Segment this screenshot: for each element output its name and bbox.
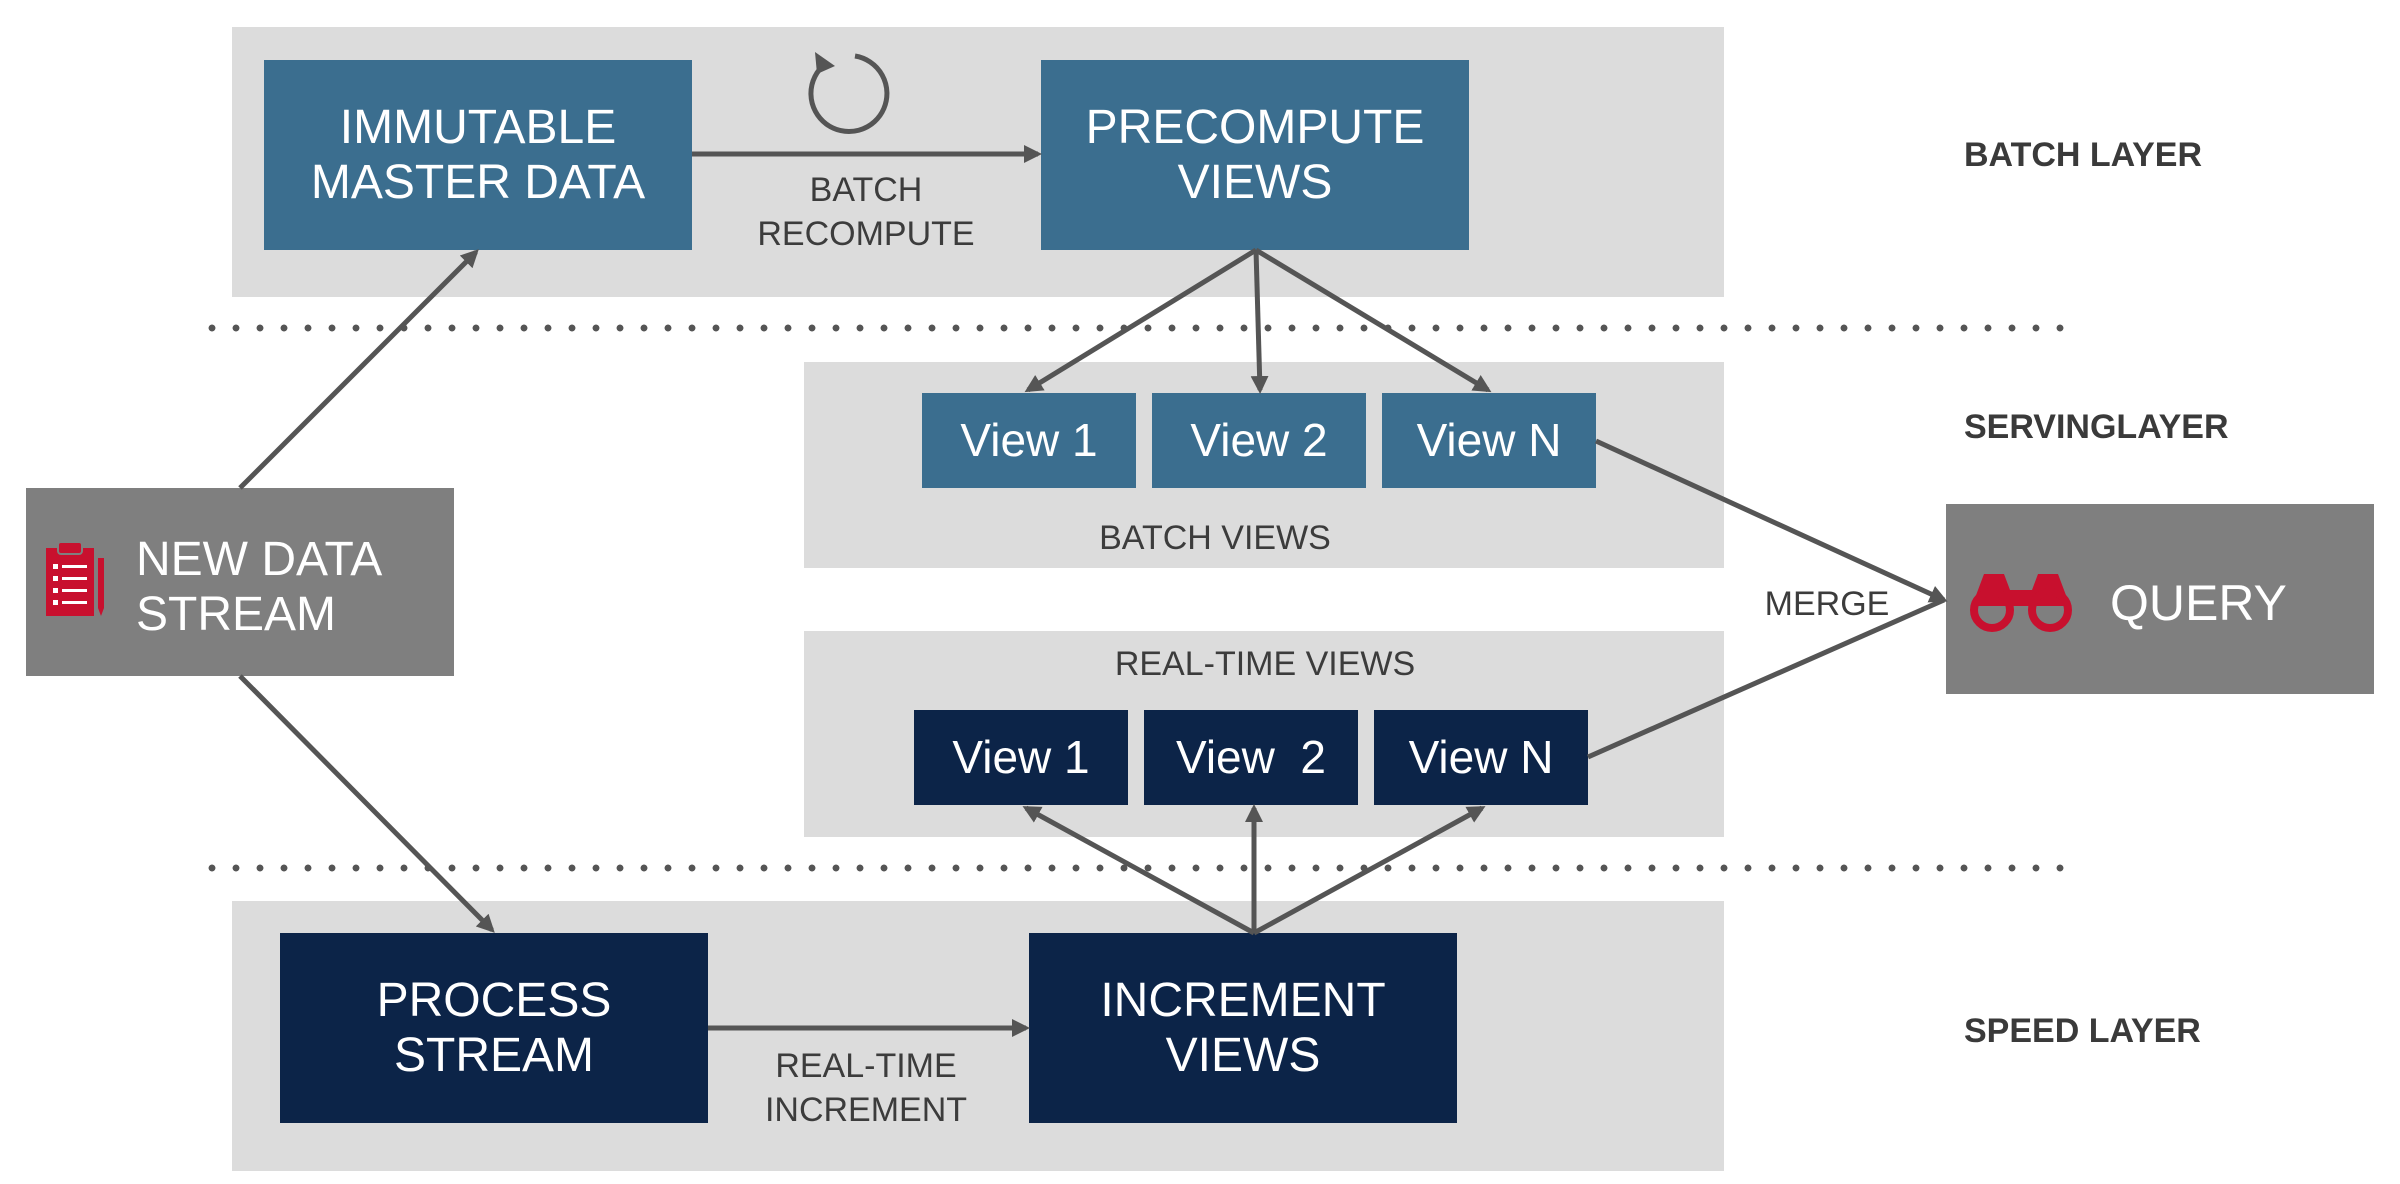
master-data-line-2: MASTER DATA <box>310 156 646 209</box>
batch-serving-separator <box>200 324 2080 332</box>
realtime-view-2: View 2 <box>1144 710 1358 805</box>
batch-view-n-label: View N <box>1416 414 1562 467</box>
clipboard-icon <box>46 541 104 616</box>
realtime-increment-label: REAL-TIME INCREMENT <box>726 1044 1006 1132</box>
speed-layer-label: SPEED LAYER <box>1964 1012 2201 1050</box>
increment-views-line-1: INCREMENT <box>1100 973 1386 1027</box>
new-data-stream-line-2: STREAM <box>136 588 337 642</box>
precompute-views-box: PRECOMPUTE VIEWS <box>1041 60 1469 250</box>
batch-layer-label: BATCH LAYER <box>1964 136 2203 174</box>
process-stream-box: PROCESS STREAM <box>280 933 708 1123</box>
batch-recompute-line-2: RECOMPUTE <box>757 215 975 254</box>
realtime-increment-line-2: INCREMENT <box>764 1091 968 1130</box>
realtime-increment-line-1: REAL-TIME <box>775 1047 957 1085</box>
batch-view-2: View 2 <box>1152 393 1366 488</box>
realtime-view-2-label: View 2 <box>1175 731 1327 784</box>
serving-layer-label: SERVINGLAYER <box>1964 408 2229 446</box>
new-data-stream-line-1: NEW DATA <box>136 533 383 586</box>
binoculars-icon <box>1970 574 2072 632</box>
precompute-line-1: PRECOMPUTE <box>1085 100 1425 154</box>
batch-views-label: BATCH VIEWS <box>1099 519 1331 557</box>
query-box: QUERY <box>1946 504 2374 694</box>
precompute-line-2: VIEWS <box>1177 156 1333 209</box>
batch-view-n: View N <box>1382 393 1596 488</box>
realtime-view-n-label: View N <box>1408 731 1554 784</box>
realtime-view-n: View N <box>1374 710 1588 805</box>
realtime-views-label: REAL-TIME VIEWS <box>1114 645 1416 683</box>
immutable-master-data-box: IMMUTABLE MASTER DATA <box>264 60 692 250</box>
process-stream-line-2: STREAM <box>393 1029 594 1082</box>
batch-view-2-label: View 2 <box>1190 414 1328 467</box>
process-stream-line-1: PROCESS <box>376 973 612 1027</box>
new-data-stream-label: NEW DATA STREAM <box>136 532 382 642</box>
arrow-stream-to-process <box>238 674 495 933</box>
increment-views-box: INCREMENT VIEWS <box>1029 933 1457 1123</box>
query-label: QUERY <box>2110 575 2287 631</box>
batch-view-1-label: View 1 <box>960 414 1098 467</box>
realtime-view-1-label: View 1 <box>952 731 1090 784</box>
batch-recompute-line-1: BATCH <box>809 171 923 209</box>
batch-recompute-label: BATCH RECOMPUTE <box>726 168 1006 256</box>
batch-view-1: View 1 <box>922 393 1136 488</box>
serving-speed-separator <box>200 864 2080 872</box>
increment-views-line-2: VIEWS <box>1165 1029 1321 1082</box>
realtime-view-1: View 1 <box>914 710 1128 805</box>
master-data-line-1: IMMUTABLE <box>339 100 617 154</box>
merge-label: MERGE <box>1764 585 1890 623</box>
new-data-stream-box: NEW DATA STREAM <box>26 488 454 676</box>
refresh-icon <box>808 52 890 134</box>
